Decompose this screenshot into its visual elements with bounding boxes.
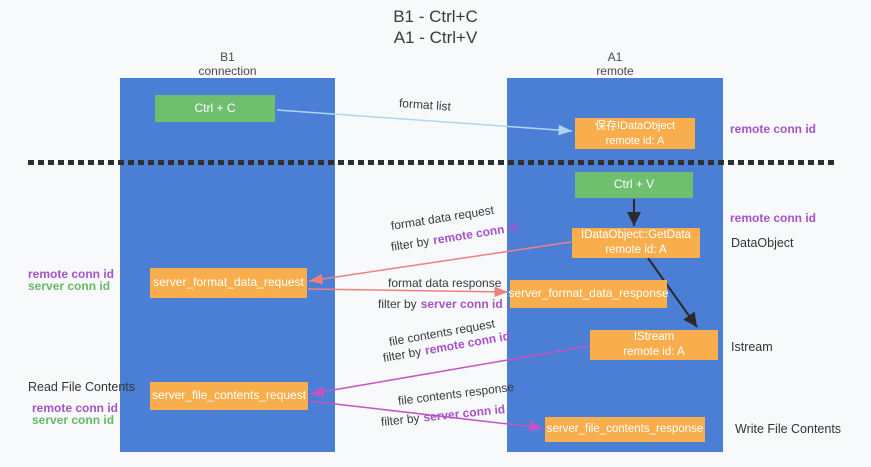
server-file-contents-response-box: server_file_contents_response bbox=[545, 417, 705, 442]
diagram-title: B1 - Ctrl+C A1 - Ctrl+V bbox=[0, 6, 871, 49]
filter-by-text: filter by bbox=[378, 297, 417, 311]
save-dataobject-box: 保存IDataObject remote id: A bbox=[575, 118, 695, 149]
server-file-contents-request-box: server_file_contents_request bbox=[150, 382, 308, 410]
save-dataobject-line1: 保存IDataObject bbox=[594, 120, 676, 133]
server-format-data-request-box: server_format_data_request bbox=[150, 268, 307, 298]
lifeline-b1-role: connection bbox=[198, 63, 257, 78]
right-remote-conn-id-top: remote conn id bbox=[730, 122, 817, 136]
right-remote-conn-id-mid: remote conn id bbox=[730, 211, 817, 225]
ctrl-v-box: Ctrl + V bbox=[575, 172, 693, 198]
lifeline-header-a1: A1 remote bbox=[507, 50, 723, 79]
format-data-response-label: format data response bbox=[388, 276, 502, 290]
read-file-contents-annotation: Read File Contents bbox=[28, 380, 136, 394]
write-file-contents-annotation: Write File Contents bbox=[735, 422, 842, 436]
server-format-data-response-box: server_format_data_response bbox=[508, 280, 669, 308]
istream-line1: IStream bbox=[633, 331, 675, 344]
istream-line2: remote id: A bbox=[623, 346, 685, 358]
left-remote-conn-id-top: remote conn id bbox=[28, 267, 115, 281]
getdata-line2: remote id: A bbox=[605, 244, 667, 256]
server-conn-id-text: server conn id bbox=[422, 402, 506, 425]
title-line-1: B1 - Ctrl+C bbox=[393, 7, 478, 26]
ctrl-c-box: Ctrl + C bbox=[155, 95, 275, 122]
istream-annotation: Istream bbox=[731, 340, 773, 354]
getdata-box: IDataObject::GetData remote id: A bbox=[572, 228, 700, 258]
save-dataobject-line2: remote id: A bbox=[605, 134, 665, 147]
left-server-conn-id-bottom: server conn id bbox=[32, 413, 115, 427]
title-line-2: A1 - Ctrl+V bbox=[393, 28, 478, 48]
istream-box: IStream remote id: A bbox=[590, 330, 718, 360]
server-conn-id-text: server conn id bbox=[420, 297, 503, 311]
left-remote-conn-id-bottom: remote conn id bbox=[32, 401, 119, 415]
lifeline-a1-name: A1 bbox=[607, 50, 623, 64]
getdata-line1: IDataObject::GetData bbox=[581, 229, 691, 242]
format-list-label: format list bbox=[398, 96, 452, 114]
dataobject-annotation: DataObject bbox=[731, 236, 794, 250]
copy-paste-divider-dashed-line bbox=[28, 160, 834, 165]
left-server-conn-id-top: server conn id bbox=[28, 279, 111, 293]
filter-by-text: filter by bbox=[380, 410, 421, 429]
lifeline-a1-role: remote bbox=[596, 63, 634, 78]
lifeline-header-b1: B1 connection bbox=[120, 50, 335, 79]
filter-by-text: filter by bbox=[389, 234, 431, 254]
lifeline-b1-name: B1 bbox=[220, 50, 235, 64]
filter-by-text: filter by bbox=[381, 344, 423, 365]
